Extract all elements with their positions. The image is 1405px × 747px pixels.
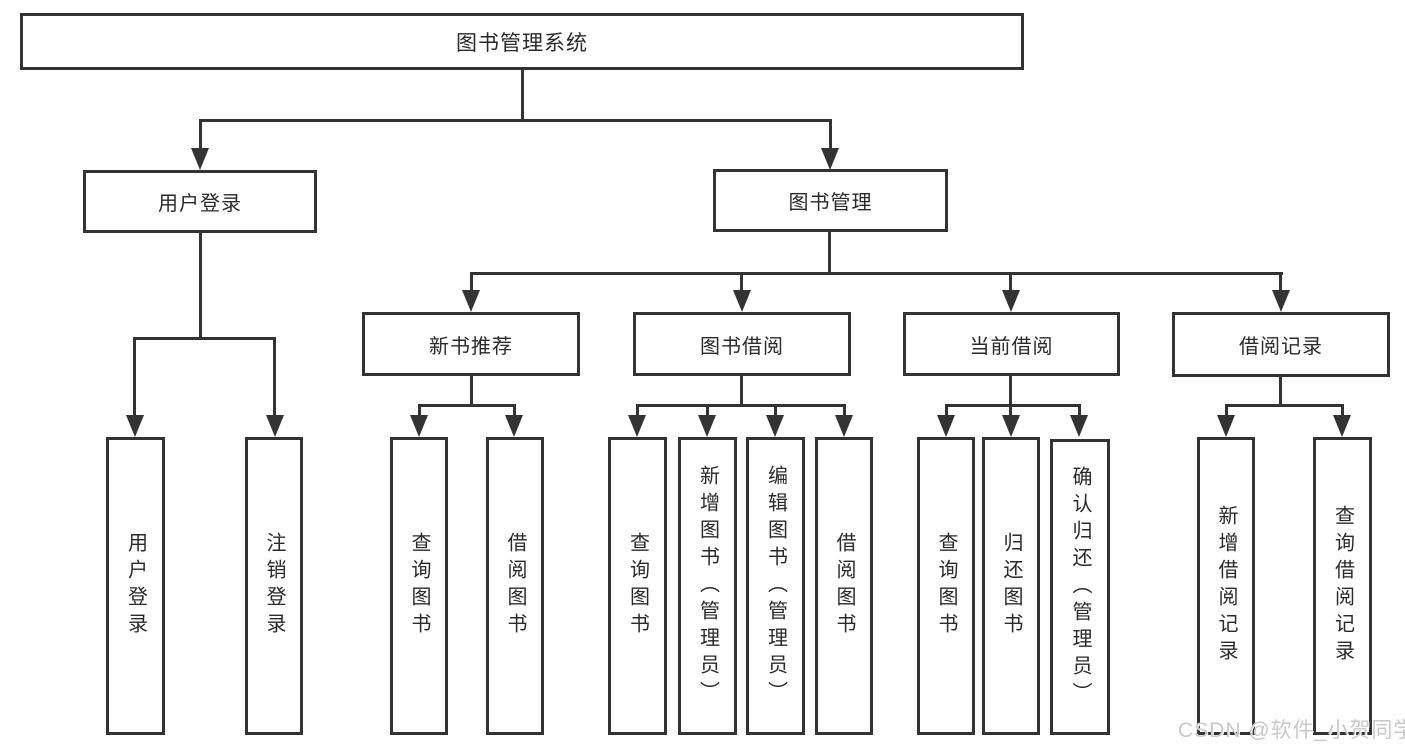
connector-drop-logout xyxy=(273,337,276,417)
arrowhead-current xyxy=(1002,290,1020,312)
connector-drop-borrow-query xyxy=(636,404,639,419)
connector-recommend-horizontal xyxy=(418,404,516,407)
connector-root-vertical xyxy=(521,69,524,122)
connector-drop-borrow xyxy=(740,272,743,294)
connector-login-horizontal xyxy=(133,337,276,340)
leaf-logout-label: 注销登录 xyxy=(263,532,285,640)
arrowhead-records-add xyxy=(1217,415,1235,437)
node-current-borrow-label: 当前借阅 xyxy=(969,335,1054,358)
connector-drop-records xyxy=(1279,272,1282,294)
arrowhead-logout xyxy=(266,415,284,437)
leaf-current-return-books-label: 归还图书 xyxy=(1000,532,1022,640)
connector-records-vertical xyxy=(1279,376,1282,407)
connector-current-vertical xyxy=(1009,376,1012,407)
connector-drop-current-return xyxy=(1009,404,1012,419)
leaf-borrow-query-books-label: 查询图书 xyxy=(626,532,649,640)
node-new-book-recommend: 新书推荐 xyxy=(362,312,580,376)
arrowhead-recommend-query xyxy=(410,415,428,437)
leaf-logout: 注销登录 xyxy=(245,437,303,735)
arrowhead-current-return xyxy=(1002,415,1020,437)
node-current-borrow: 当前借阅 xyxy=(903,312,1120,376)
connector-login-vertical xyxy=(199,233,202,340)
leaf-borrow-edit-books-admin-label: 编辑图书（管理员） xyxy=(764,464,787,708)
connector-drop-records-query xyxy=(1341,404,1344,419)
arrowhead-current-query xyxy=(937,415,955,437)
arrowhead-borrow-query xyxy=(628,415,646,437)
leaf-borrow-edit-books-admin: 编辑图书（管理员） xyxy=(746,437,805,735)
leaf-recommend-borrow-books-label: 借阅图书 xyxy=(504,532,526,640)
node-user-login-label: 用户登录 xyxy=(158,193,242,215)
leaf-current-query-books: 查询图书 xyxy=(917,437,975,735)
arrowhead-user-login xyxy=(126,415,144,437)
connector-drop-borrow-borrow xyxy=(843,404,846,419)
node-book-borrow-label: 图书借阅 xyxy=(700,335,784,358)
leaf-recommend-query-books: 查询图书 xyxy=(390,437,448,735)
connector-drop-borrow-edit xyxy=(774,404,777,419)
arrowhead-login xyxy=(191,148,209,170)
arrowhead-management xyxy=(821,148,839,170)
connector-borrow-vertical xyxy=(740,376,743,407)
leaf-borrow-query-books: 查询图书 xyxy=(608,437,667,735)
leaf-borrow-add-books-admin: 新增图书（管理员） xyxy=(678,437,737,735)
arrowhead-borrow xyxy=(733,290,751,312)
leaf-recommend-query-books-label: 查询图书 xyxy=(408,532,430,640)
leaf-current-confirm-return-admin-label: 确认归还（管理员） xyxy=(1069,465,1091,709)
leaf-borrow-borrow-books: 借阅图书 xyxy=(815,437,873,735)
connector-records-horizontal xyxy=(1225,404,1344,407)
arrowhead-borrow-edit xyxy=(766,415,784,437)
connector-recommend-vertical xyxy=(470,376,473,407)
node-root-label: 图书管理系统 xyxy=(456,31,588,55)
leaf-current-query-books-label: 查询图书 xyxy=(935,532,957,640)
connector-management-vertical xyxy=(828,232,831,275)
node-book-management-label: 图书管理 xyxy=(788,192,873,214)
arrowhead-recommend xyxy=(462,290,480,312)
connector-level2-horizontal xyxy=(199,119,832,122)
node-new-book-recommend-label: 新书推荐 xyxy=(429,335,513,358)
connector-borrow-horizontal xyxy=(636,404,846,407)
leaf-records-add-record-label: 新增借阅记录 xyxy=(1215,505,1237,667)
arrowhead-records-query xyxy=(1333,415,1351,437)
arrowhead-borrow-add xyxy=(698,415,716,437)
arrowhead-recommend-borrow xyxy=(505,415,523,437)
node-borrow-records: 借阅记录 xyxy=(1172,312,1390,377)
connector-drop-user-login xyxy=(133,337,136,417)
leaf-current-confirm-return-admin: 确认归还（管理员） xyxy=(1050,439,1110,735)
leaf-user-login: 用户登录 xyxy=(106,437,165,735)
leaf-borrow-add-books-admin-label: 新增图书（管理员） xyxy=(696,464,719,708)
leaf-borrow-borrow-books-label: 借阅图书 xyxy=(833,532,855,640)
connector-drop-borrow-add xyxy=(706,404,709,419)
connector-drop-recommend-borrow xyxy=(513,404,516,419)
csdn-watermark: CSDN @软件_小贺同学 xyxy=(1178,719,1405,742)
connector-drop-recommend-query xyxy=(418,404,421,419)
leaf-records-query-record-label: 查询借阅记录 xyxy=(1331,505,1354,667)
leaf-user-login-label: 用户登录 xyxy=(124,532,147,640)
connector-drop-current-query xyxy=(945,404,948,419)
connector-current-horizontal xyxy=(945,404,1081,407)
connector-drop-records-add xyxy=(1225,404,1228,419)
node-root: 图书管理系统 xyxy=(20,13,1024,70)
connector-drop-current-confirm xyxy=(1078,404,1081,419)
node-book-borrow: 图书借阅 xyxy=(633,312,851,376)
leaf-recommend-borrow-books: 借阅图书 xyxy=(486,437,544,735)
arrowhead-current-confirm xyxy=(1070,415,1088,437)
leaf-records-add-record: 新增借阅记录 xyxy=(1197,437,1255,735)
node-book-management: 图书管理 xyxy=(713,169,948,232)
connector-drop-recommend xyxy=(470,272,473,294)
leaf-current-return-books: 归还图书 xyxy=(982,437,1040,735)
connector-level3-horizontal xyxy=(470,272,1283,275)
connector-drop-current xyxy=(1009,272,1012,294)
node-user-login: 用户登录 xyxy=(83,170,317,233)
node-borrow-records-label: 借阅记录 xyxy=(1239,336,1323,358)
arrowhead-records xyxy=(1272,290,1290,312)
connector-drop-management xyxy=(829,119,832,151)
leaf-records-query-record: 查询借阅记录 xyxy=(1313,437,1372,735)
connector-drop-login xyxy=(199,119,202,151)
arrowhead-borrow-borrow xyxy=(835,415,853,437)
